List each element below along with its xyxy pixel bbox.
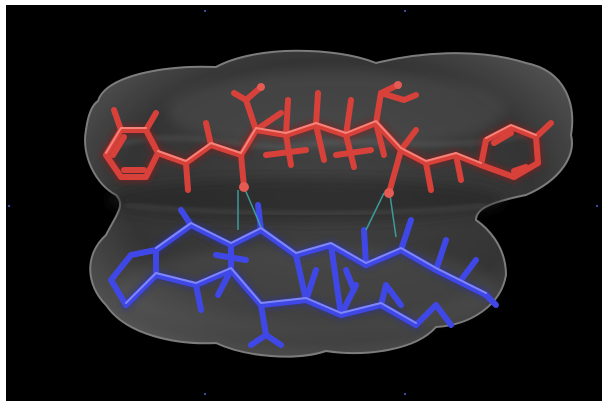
lower-molecule[interactable] <box>108 202 499 348</box>
surface-ridge <box>115 133 527 150</box>
interaction-lines <box>237 186 397 238</box>
frame-markers <box>8 10 598 395</box>
surface-highlight <box>166 70 506 150</box>
hydrogen-bond-line <box>389 194 397 238</box>
molecular-viewer[interactable] <box>6 5 602 401</box>
upper-molecule-atoms <box>239 81 402 198</box>
upper-molecule-bonds <box>103 82 554 196</box>
hydrogen-bond-line <box>365 192 385 231</box>
upper-molecule[interactable] <box>100 81 554 198</box>
lower-molecule-bonds <box>108 202 499 348</box>
lower-molecule-bond-highlights <box>125 222 487 324</box>
molecule-scene[interactable] <box>6 5 602 401</box>
hydrogen-bond-line <box>243 186 262 228</box>
upper-molecule-bond-highlights <box>105 120 537 164</box>
surface-ridge <box>125 203 487 215</box>
surface-shadow <box>106 178 506 222</box>
